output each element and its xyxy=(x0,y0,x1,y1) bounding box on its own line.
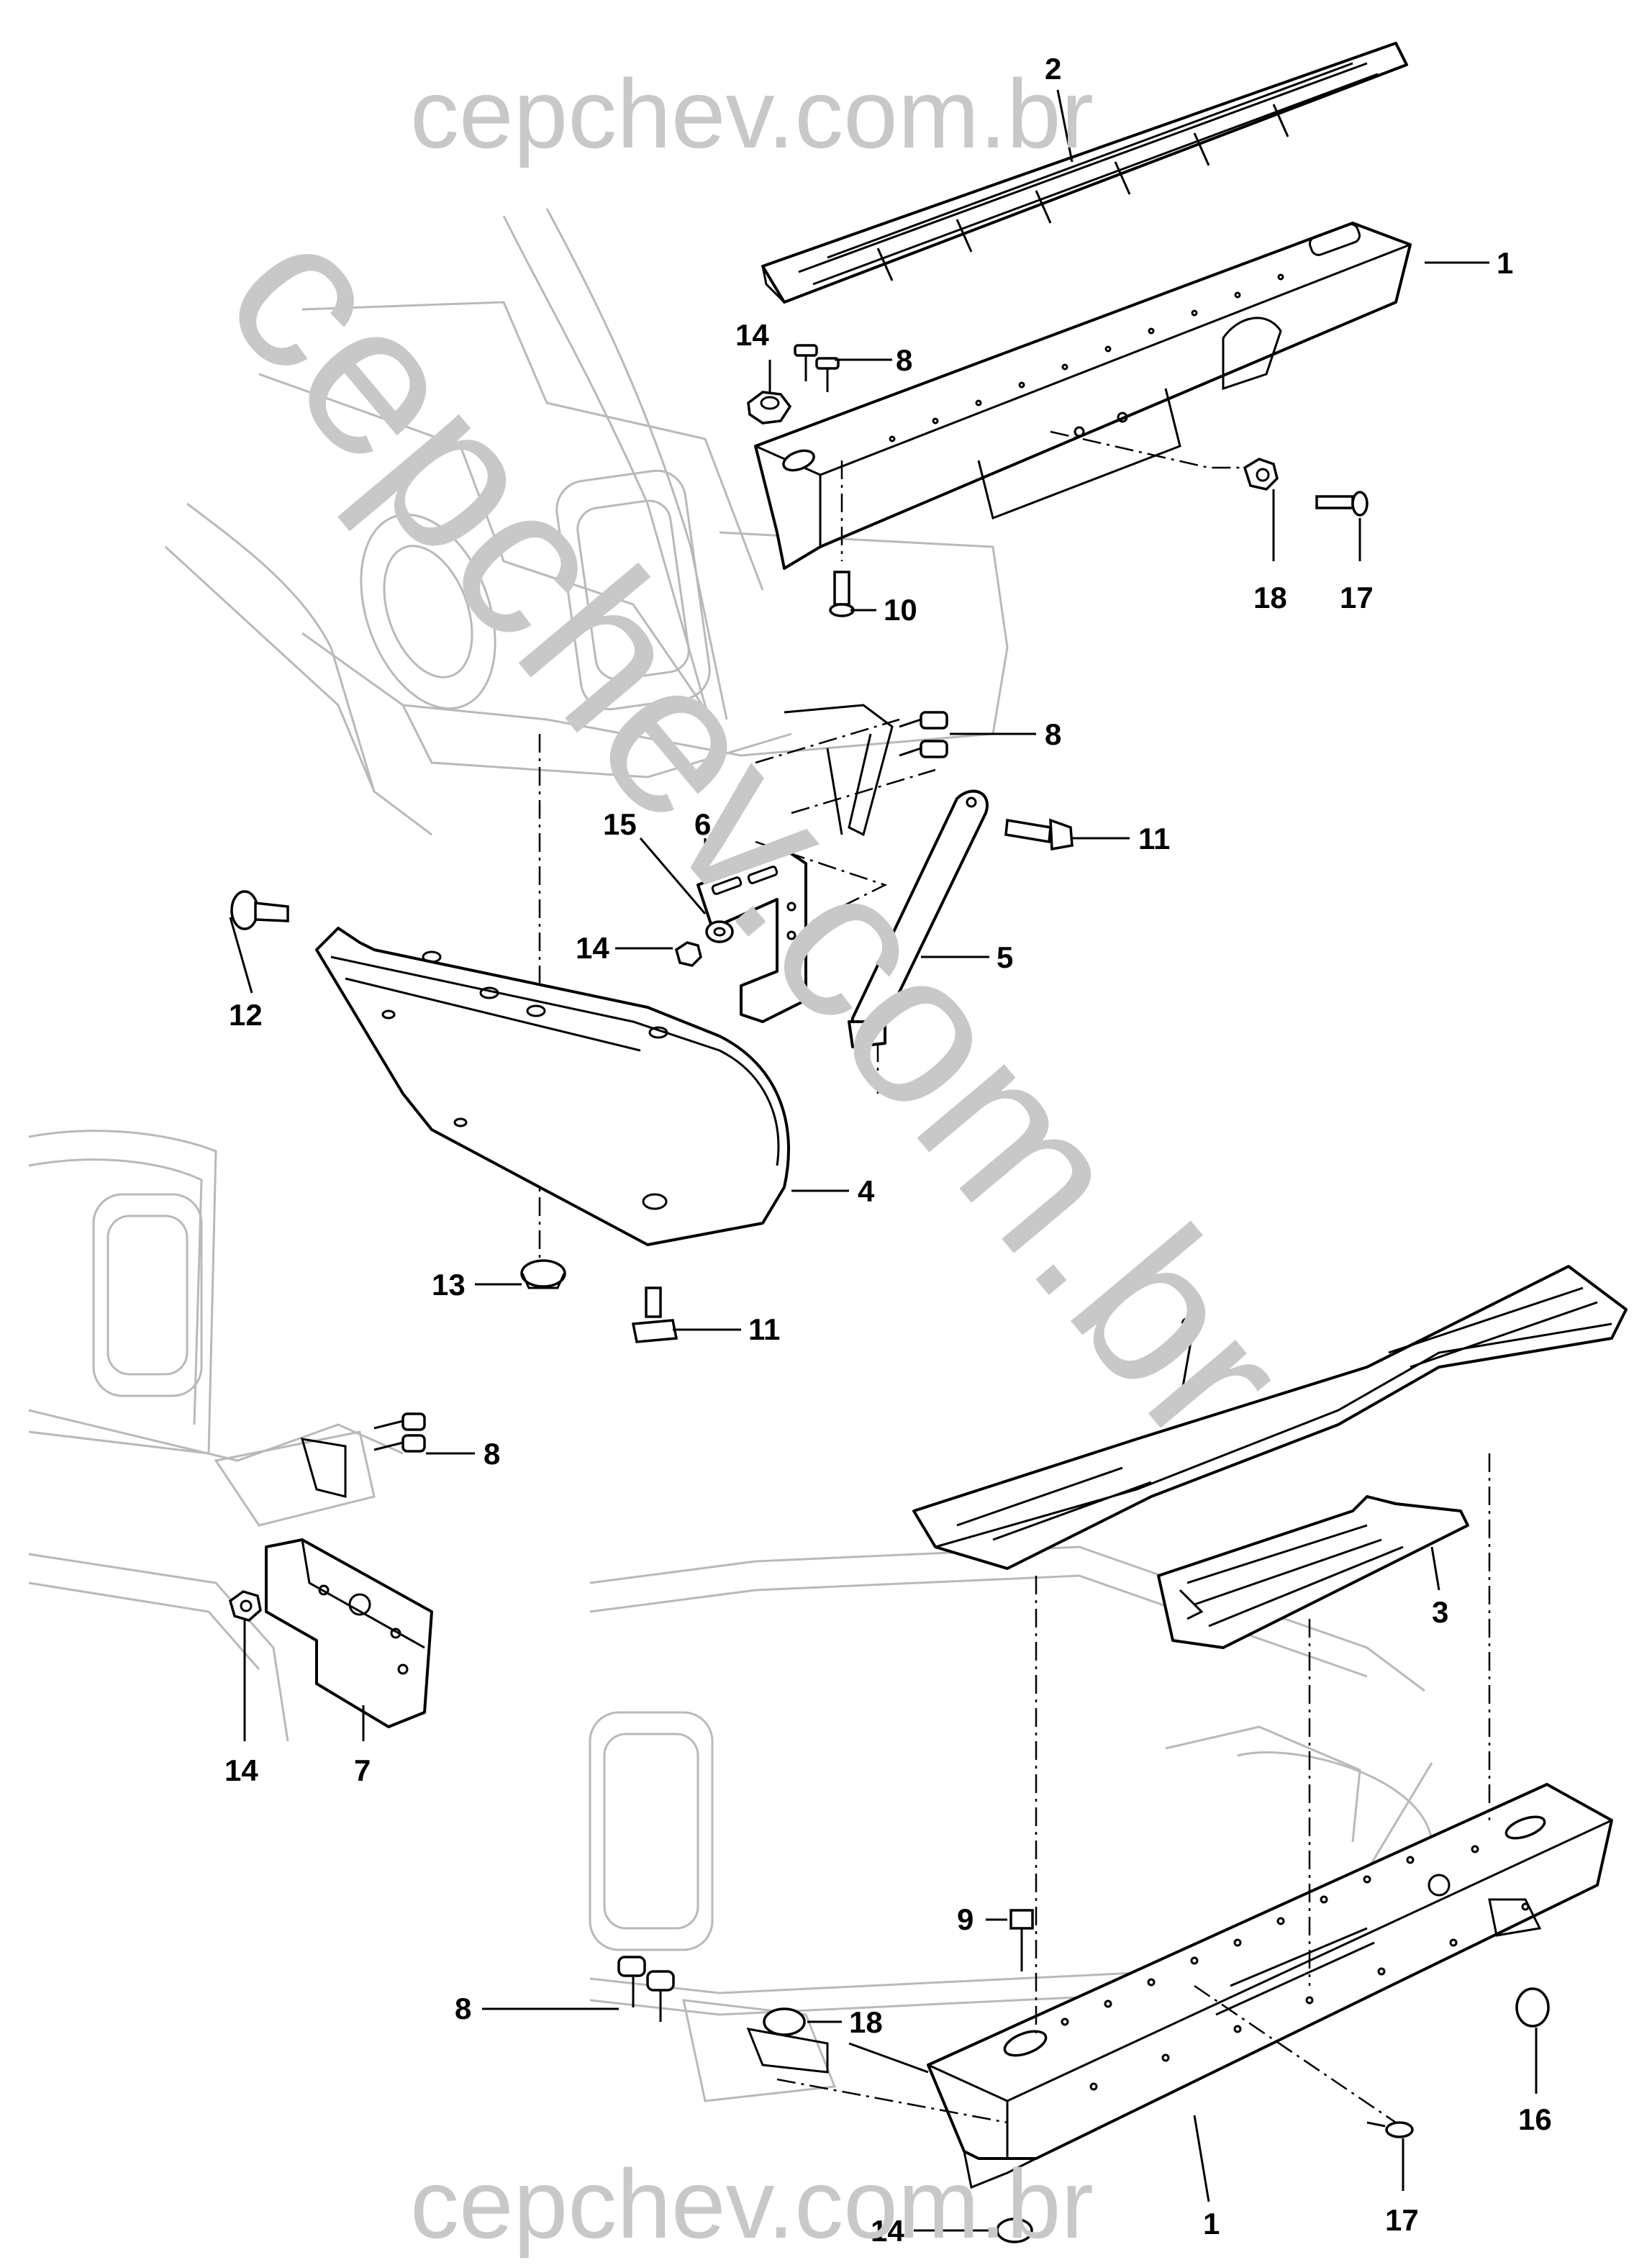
callout-2-top: 2 xyxy=(1045,52,1061,86)
bolts-8-mid xyxy=(899,711,948,758)
bolt-8-top xyxy=(794,344,840,392)
brace-5 xyxy=(848,789,989,1048)
callout-14-mid: 14 xyxy=(576,931,609,965)
step-insert-3 xyxy=(1157,1495,1469,1649)
callout-10: 10 xyxy=(884,593,917,627)
nut-13 xyxy=(520,1259,566,1289)
frame-mount-mid xyxy=(784,704,894,837)
callout-1-lower: 1 xyxy=(1203,2207,1220,2241)
callout-17-top: 17 xyxy=(1340,581,1374,614)
clip-18-lower xyxy=(746,2007,829,2074)
step-pad-upper-pattern xyxy=(798,62,1379,286)
clip-18-top xyxy=(1243,458,1279,491)
nut-14-mid xyxy=(674,941,702,967)
washer-15 xyxy=(705,920,734,943)
callout-7: 7 xyxy=(354,1753,371,1787)
bumper-lower xyxy=(927,1783,1613,2189)
callout-11-upper: 11 xyxy=(1138,822,1170,855)
callout-14-bottom: 14 xyxy=(871,2214,904,2248)
callout-14-left: 14 xyxy=(224,1753,258,1787)
step-pad-lower xyxy=(912,1265,1628,1570)
callout-8-top: 8 xyxy=(896,343,912,377)
bolt-12 xyxy=(230,890,289,930)
callout-15: 15 xyxy=(603,807,637,841)
ghost-vehicle-left xyxy=(28,1130,404,1742)
callout-18-top: 18 xyxy=(1253,581,1287,614)
nut-14-lower xyxy=(996,2218,1033,2243)
callout-12: 12 xyxy=(229,998,263,1032)
callout-1-top: 1 xyxy=(1497,246,1513,280)
callout-8-mid: 8 xyxy=(1045,717,1061,751)
plug-16 xyxy=(1515,1987,1550,2028)
bracket-6 xyxy=(696,848,807,1023)
screw-17-lower xyxy=(1366,2121,1414,2138)
callout-labels: 2 1 14 8 18 17 10 8 15 6 11 12 14 5 4 13… xyxy=(224,52,1552,2248)
callout-6: 6 xyxy=(694,807,711,841)
callout-8-lower: 8 xyxy=(455,1992,471,2025)
callout-4: 4 xyxy=(858,1174,875,1208)
bolt-11-upper xyxy=(1004,818,1074,851)
watermark-bottom: cepchev.com.br xyxy=(410,2149,1094,2259)
bolt-9 xyxy=(1009,1909,1034,1971)
frame-mount-left xyxy=(300,1438,347,1498)
bolts-8-lower xyxy=(617,1956,675,2022)
callout-17-lower: 17 xyxy=(1385,2203,1419,2237)
callout-8-left: 8 xyxy=(484,1437,500,1471)
callout-16: 16 xyxy=(1518,2102,1552,2136)
screw-17-top xyxy=(1315,491,1369,517)
watermark-top: cepchev.com.br xyxy=(410,59,1094,168)
callout-13: 13 xyxy=(432,1268,466,1302)
callout-5: 5 xyxy=(997,940,1013,974)
leader-lines xyxy=(229,89,1538,2232)
bolt-10 xyxy=(829,571,855,617)
bumper-upper xyxy=(754,222,1412,570)
callout-9: 9 xyxy=(957,1902,974,1936)
bolt-11-lower xyxy=(631,1286,678,1343)
callout-3: 3 xyxy=(1432,1595,1448,1629)
step-pad-upper xyxy=(761,42,1408,304)
bumper-upper-holes xyxy=(889,273,1284,442)
bumper-end-cap-4 xyxy=(315,927,790,1246)
callout-2-lower: 2 xyxy=(1180,1311,1197,1345)
bracket-7 xyxy=(265,1538,433,1728)
callout-18-lower: 18 xyxy=(849,2005,883,2039)
nut-14-left xyxy=(228,1590,262,1622)
bolts-8-left xyxy=(373,1412,426,1453)
callout-14-top: 14 xyxy=(735,318,769,352)
callout-11-lower: 11 xyxy=(748,1312,780,1346)
nut-14-top xyxy=(747,391,792,425)
